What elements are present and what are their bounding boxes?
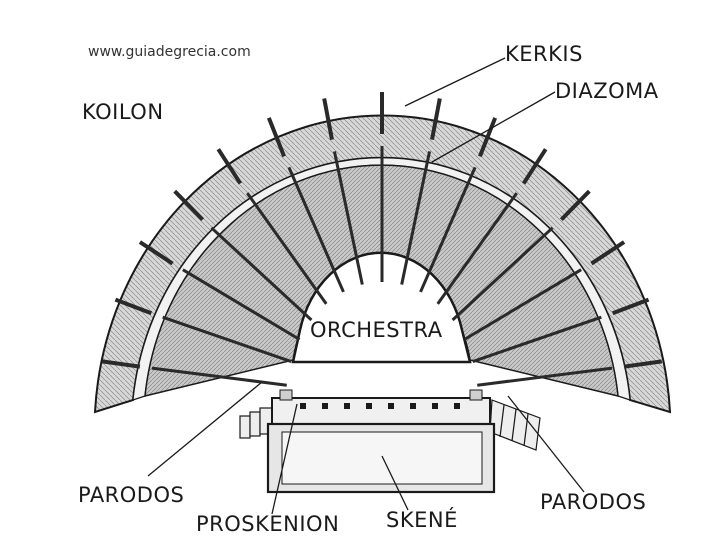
proskenion-column	[432, 403, 438, 409]
aisle-upper	[173, 189, 205, 222]
label-koilon: KOILON	[82, 100, 164, 124]
aisle-lower	[400, 151, 432, 285]
proskenion-column	[388, 403, 394, 409]
aisle-upper	[216, 148, 243, 185]
aisle-upper	[322, 98, 334, 141]
aisle-upper	[521, 148, 548, 185]
proskenion-columns	[300, 403, 460, 409]
aisle-lower	[162, 315, 292, 363]
proskenion-column	[300, 403, 306, 409]
proskenion-column	[410, 403, 416, 409]
parodos-left-steps	[239, 407, 273, 439]
proskenion-column	[344, 403, 350, 409]
aisle-upper	[138, 240, 174, 266]
leader-lines	[147, 57, 585, 515]
leader-diazoma	[431, 91, 556, 163]
leader-skene	[381, 455, 409, 511]
aisle-lower	[210, 226, 313, 322]
aisle-lower	[151, 366, 287, 387]
proskenion-column	[366, 403, 372, 409]
aisle-upper	[430, 98, 442, 141]
proskenion-column	[322, 403, 328, 409]
leader-proskenion	[271, 403, 298, 515]
aisle-lower	[287, 166, 345, 293]
leader-parodos-right	[507, 395, 585, 493]
aisle-upper	[101, 359, 141, 369]
leader-parodos-left	[147, 381, 263, 477]
aisle-lower	[419, 166, 477, 293]
skene-inner	[281, 431, 483, 485]
label-skene: SKENÉ	[386, 508, 458, 532]
aisle-lower	[246, 192, 328, 305]
label-kerkis: KERKIS	[505, 42, 583, 66]
label-diazoma: DIAZOMA	[555, 79, 659, 103]
aisle-upper	[590, 240, 626, 266]
parodos-right-steps	[489, 399, 541, 451]
kerkis-aisles	[101, 92, 663, 387]
aisle-lower	[477, 366, 613, 387]
aisle-lower	[472, 315, 602, 363]
leader-kerkis	[404, 57, 506, 107]
aisle-lower	[463, 268, 582, 341]
proskenion-platform	[271, 397, 491, 425]
credit-text: www.guiadegrecia.com	[88, 44, 251, 60]
aisle-lower	[182, 268, 301, 341]
skene-building	[266, 389, 496, 494]
aisle-upper	[623, 359, 663, 369]
aisle-upper	[478, 117, 498, 158]
aisle-lower	[451, 226, 554, 322]
aisle-upper	[114, 297, 153, 316]
aisle-upper	[559, 189, 591, 222]
aisle-lower	[332, 151, 364, 285]
label-orchestra: ORCHESTRA	[310, 318, 443, 342]
label-parodos-right: PARODOS	[540, 490, 647, 514]
label-parodos-left: PARODOS	[78, 483, 185, 507]
aisle-upper	[611, 297, 650, 316]
proskenion-column	[454, 403, 460, 409]
label-proskenion: PROSKENION	[196, 512, 340, 536]
aisle-lower	[436, 192, 518, 305]
aisle-upper	[266, 117, 286, 158]
